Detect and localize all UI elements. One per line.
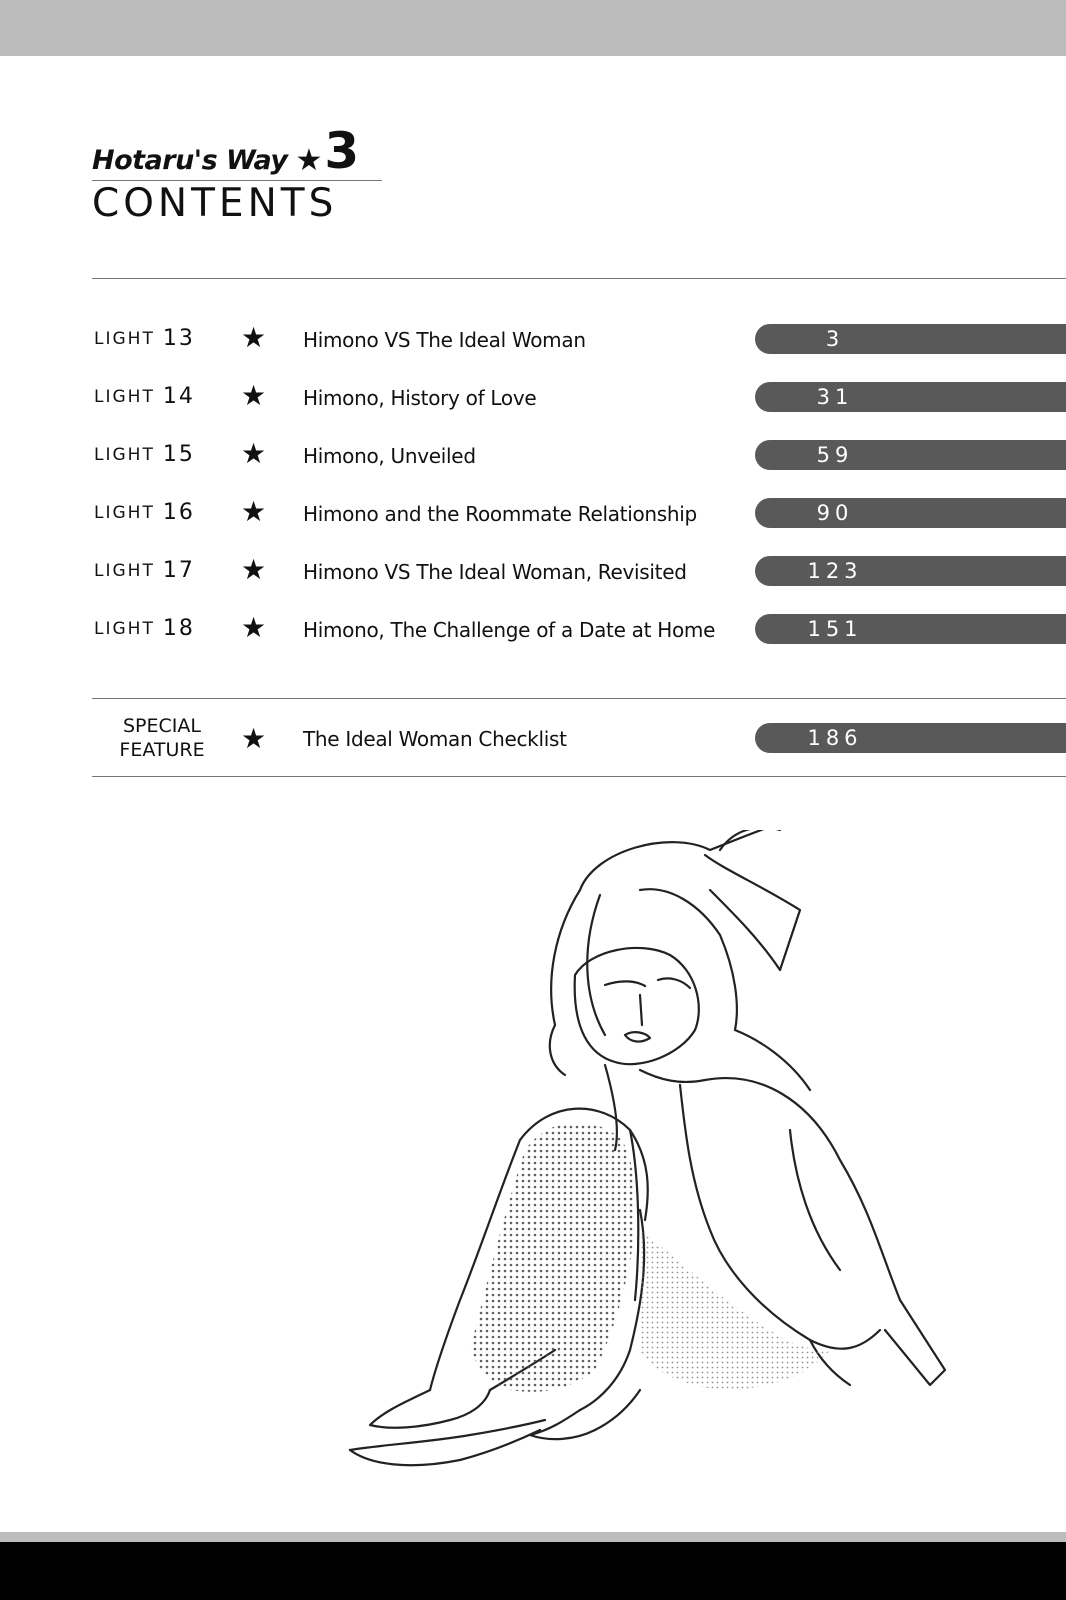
chapter-number: 16 <box>162 500 195 525</box>
special-top-divider <box>92 698 1066 699</box>
special-feature-title: The Ideal Woman Checklist <box>303 727 567 751</box>
toc-top-divider <box>92 278 1066 279</box>
bottom-margin-band-dark <box>0 1542 1066 1600</box>
series-name: Hotaru's Way <box>92 145 288 176</box>
star-icon: ★ <box>241 611 267 644</box>
series-title: Hotaru's Way ★ 3 <box>92 122 382 180</box>
top-margin-band <box>0 0 1066 56</box>
page-number-pill: 186 <box>755 723 1066 753</box>
chapter-number: 17 <box>162 558 195 583</box>
page-number: 31 <box>816 385 854 409</box>
special-bottom-divider <box>92 776 1066 777</box>
star-icon: ★ <box>241 553 267 586</box>
chapter-title: Himono, History of Love <box>303 386 537 410</box>
star-icon: ★ <box>241 495 267 528</box>
special-feature-entry[interactable]: SPECIAL FEATURE ★ The Ideal Woman Checkl… <box>0 706 1066 772</box>
star-icon: ★ <box>241 379 267 412</box>
volume-number: 3 <box>324 122 360 180</box>
chapter-title: Himono, The Challenge of a Date at Home <box>303 618 716 642</box>
chapter-title: Himono VS The Ideal Woman, Revisited <box>303 560 687 584</box>
page-number-pill: 90 <box>755 498 1066 528</box>
star-icon: ★ <box>241 321 267 354</box>
page-number: 59 <box>816 443 854 467</box>
page-title: CONTENTS <box>92 181 338 226</box>
page-number-pill: 59 <box>755 440 1066 470</box>
chapter-number: 18 <box>162 616 195 641</box>
page-number-pill: 123 <box>755 556 1066 586</box>
header-divider <box>92 180 382 181</box>
page-number-pill: 3 <box>755 324 1066 354</box>
chapter-number: 13 <box>162 326 195 351</box>
star-icon: ★ <box>241 722 267 755</box>
chapter-number: 15 <box>162 442 195 467</box>
page-number: 90 <box>816 501 854 525</box>
bottom-margin-band-light <box>0 1532 1066 1542</box>
page-number: 151 <box>807 617 863 641</box>
page-number-pill: 151 <box>755 614 1066 644</box>
page-number: 3 <box>825 327 845 351</box>
special-feature-label: SPECIAL FEATURE <box>119 715 205 761</box>
character-illustration <box>348 830 947 1467</box>
page-number: 186 <box>807 726 863 750</box>
page-number-pill: 31 <box>755 382 1066 412</box>
star-icon: ★ <box>241 437 267 470</box>
chapter-title: Himono, Unveiled <box>303 444 476 468</box>
chapter-number: 14 <box>162 384 195 409</box>
contents-header: Hotaru's Way ★ 3 CONTENTS <box>92 122 382 226</box>
page-number: 123 <box>807 559 863 583</box>
title-star-icon: ★ <box>295 143 323 178</box>
chapter-title: Himono and the Roommate Relationship <box>303 502 697 526</box>
chapter-title: Himono VS The Ideal Woman <box>303 328 586 352</box>
